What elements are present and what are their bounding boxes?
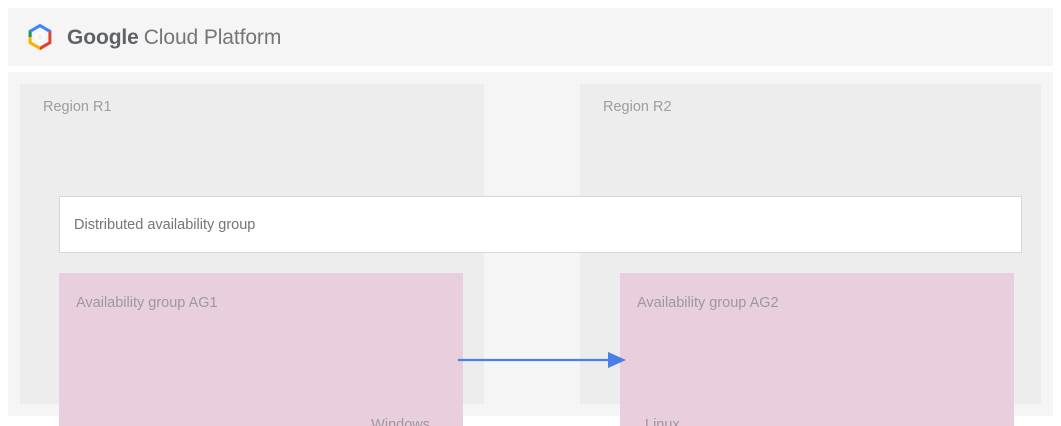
distributed-availability-group-box: Distributed availability group [59,196,1022,253]
distributed-availability-group-label: Distributed availability group [74,216,256,233]
brand-cloud-platform-text: Cloud Platform [143,25,282,49]
availability-group-title-ag2: Availability group AG2 [637,295,779,311]
availability-group-title-ag1: Availability group AG1 [76,295,218,311]
region-label-r2: Region R2 [603,99,672,115]
region-label-r1: Region R1 [43,99,112,115]
architecture-diagram: Region R1 Region R2 Distributed availabi… [8,72,1053,426]
os-label-windows: Windows [371,417,430,426]
availability-group-box-ag2: Availability group AG2 Linux [620,273,1014,426]
replication-arrow-icon [458,352,626,368]
availability-group-box-ag1: Availability group AG1 Windows [59,273,463,426]
brand-google-text: Google [67,25,139,49]
google-cloud-platform-logo-icon [28,23,52,51]
os-label-linux: Linux [645,417,680,426]
